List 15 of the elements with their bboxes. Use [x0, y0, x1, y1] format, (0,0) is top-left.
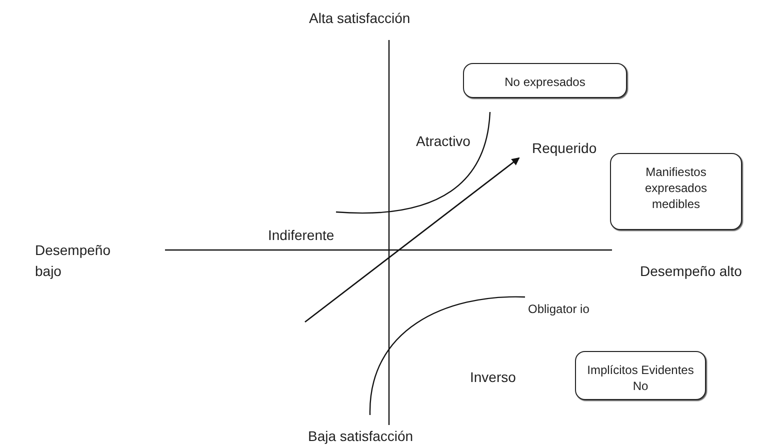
quadrant-label: Inverso [470, 368, 516, 387]
rounded-box [575, 351, 706, 400]
axis-label: Desempeño bajo [35, 241, 112, 281]
rounded-box [610, 153, 742, 230]
axis-label: Desempeño alto [640, 262, 742, 281]
box-text: No expresados [504, 74, 586, 90]
axis-label: Alta satisfacción [309, 9, 410, 28]
quadrant-label: Indiferente [268, 226, 334, 245]
box-text: Manifiestos expresados medibles [644, 164, 708, 213]
quadrant-label: Atractivo [416, 132, 470, 151]
box-text: Implícitos Evidentes No [586, 362, 695, 394]
rounded-box [463, 63, 627, 98]
axis-label: Baja satisfacción [308, 427, 414, 446]
curve-label: Obligator io [528, 301, 590, 318]
quadrant-label: Requerido [532, 139, 597, 158]
